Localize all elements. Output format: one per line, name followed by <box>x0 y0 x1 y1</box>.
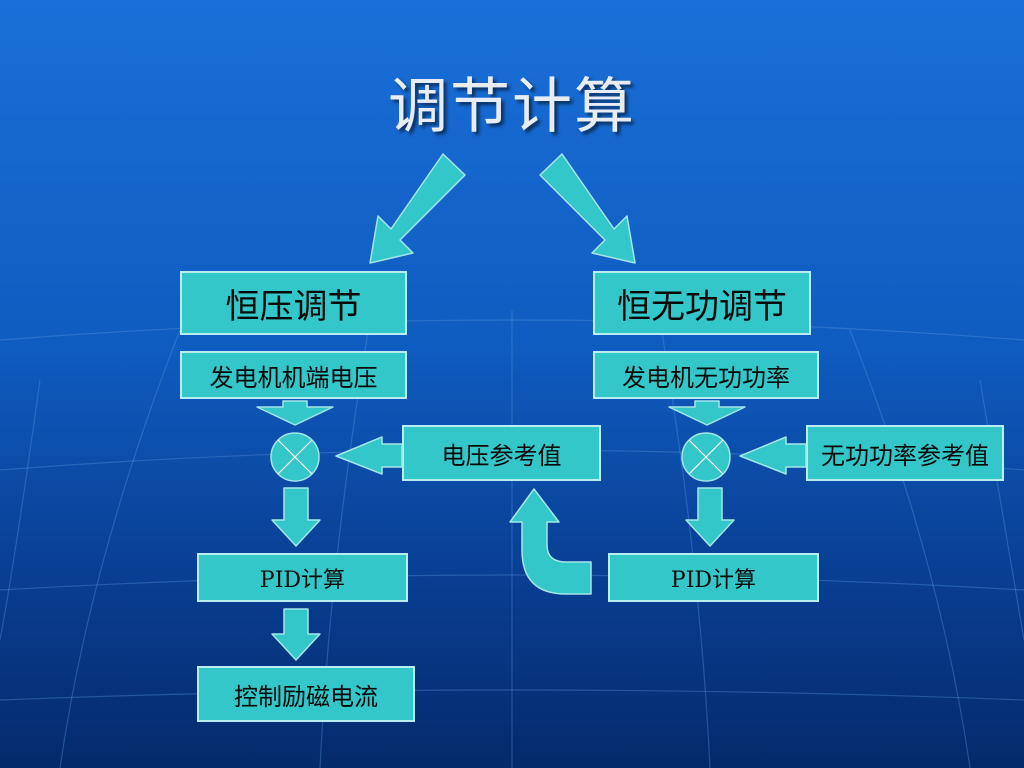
reactive-power-box: 发电机无功功率 <box>593 351 819 399</box>
right-pid-box: PID计算 <box>608 553 819 602</box>
constant-voltage-box: 恒压调节 <box>180 271 407 335</box>
excitation-current-box: 控制励磁电流 <box>197 666 415 722</box>
arrow-left-input-down <box>256 400 334 426</box>
voltage-reference-box: 电压参考值 <box>402 425 601 481</box>
arrow-right-input-down <box>668 400 746 426</box>
slide-title: 调节计算 <box>388 72 636 142</box>
arrow-to-constant-voltage <box>369 153 466 264</box>
terminal-voltage-box: 发电机机端电压 <box>180 351 407 399</box>
arrow-to-constant-reactive <box>539 153 636 264</box>
arrow-reactive-reference <box>739 436 807 475</box>
constant-reactive-box: 恒无功调节 <box>593 271 811 335</box>
arrow-feedback-curve <box>509 488 592 595</box>
left-pid-box: PID计算 <box>197 553 408 602</box>
arrow-left-junction-down <box>271 487 321 547</box>
left-summing-junction <box>270 432 320 482</box>
right-summing-junction <box>681 432 731 482</box>
arrow-voltage-reference <box>335 436 403 475</box>
arrow-pid-to-output <box>271 608 321 661</box>
arrow-right-junction-down <box>685 487 735 547</box>
reactive-reference-box: 无功功率参考值 <box>806 425 1004 481</box>
